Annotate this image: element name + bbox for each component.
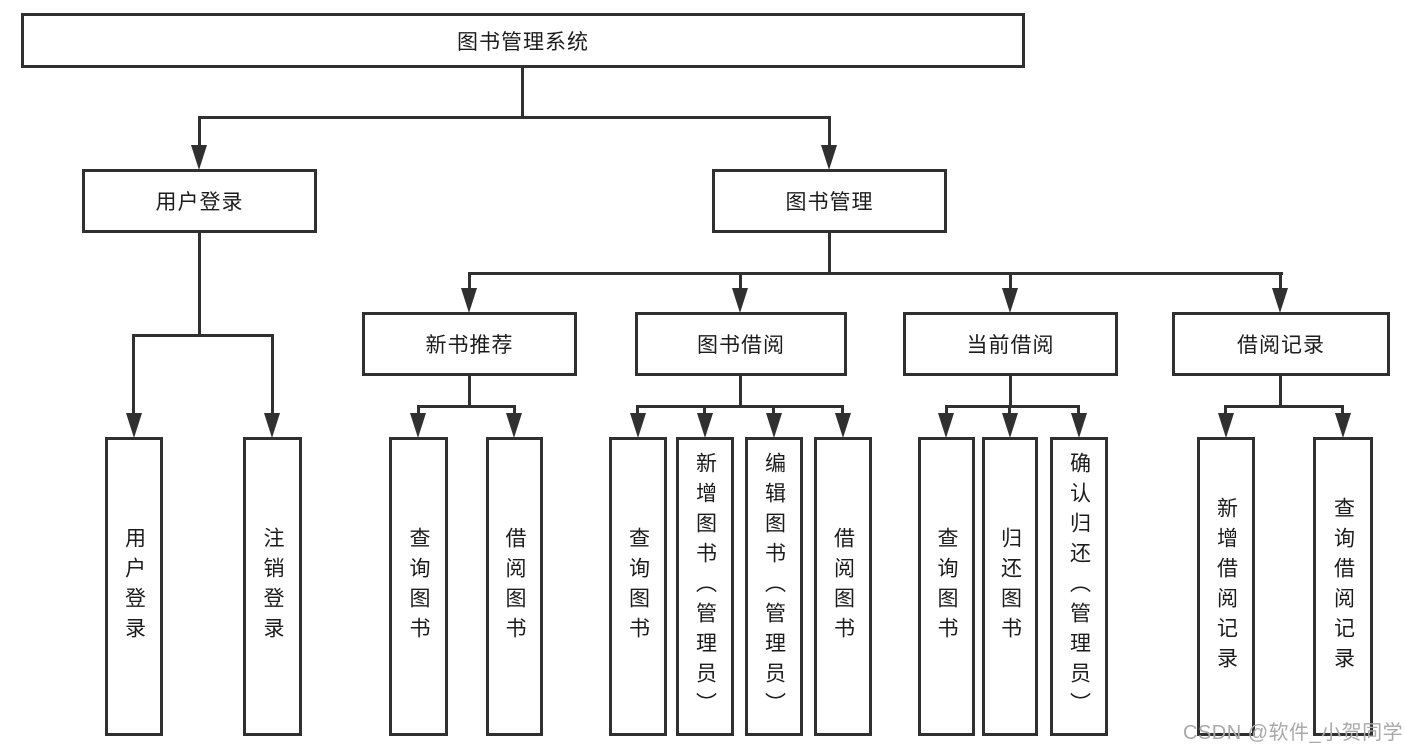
node-current-borrow: 当前借阅 (903, 312, 1118, 376)
leaf-br-add-record: 新增借阅记录 (1197, 437, 1255, 736)
arrowhead-down-icon (264, 413, 280, 438)
connector-stem-leaf (1077, 405, 1080, 416)
connector-user-login-drop (198, 233, 201, 336)
node-book-management: 图书管理 (712, 169, 947, 233)
node-root-library-system: 图书管理系统 (21, 13, 1025, 68)
connector-user-login-rail (132, 334, 274, 337)
connector-stem-leaf (513, 405, 516, 416)
connector-stem-leaf (703, 405, 706, 416)
arrowhead-down-icon (1071, 413, 1087, 438)
watermark: CSDN @软件_小贺同学 (1183, 722, 1404, 744)
arrowhead-down-icon (1002, 288, 1018, 313)
arrowhead-down-icon (835, 413, 851, 438)
arrowhead-down-icon (461, 288, 477, 313)
connector-new-book-drop (468, 376, 471, 407)
connector-book-borrow-drop (739, 376, 742, 407)
arrowhead-down-icon (697, 413, 713, 438)
connector-borrow-records-rail (1224, 405, 1344, 408)
arrowhead-down-icon (1272, 288, 1288, 313)
arrowhead-down-icon (938, 413, 954, 438)
leaf-user-login: 用户登录 (105, 437, 163, 736)
leaf-br-query-record: 查询借阅记录 (1313, 437, 1373, 736)
connector-stem-leaf (1224, 405, 1227, 416)
connector-stem-leaf (636, 405, 639, 416)
arrowhead-down-icon (821, 145, 837, 170)
connector-level3-rail (468, 272, 1283, 275)
arrowhead-down-icon (410, 413, 426, 438)
connector-stem-leaf (945, 405, 948, 416)
leaf-bb-query-books: 查询图书 (609, 437, 667, 736)
connector-stem-leaf (841, 405, 844, 416)
connector-stem-current-borrow (1009, 272, 1012, 290)
arrowhead-down-icon (1002, 413, 1018, 438)
connector-stem-new-book (468, 272, 471, 290)
node-book-borrow: 图书借阅 (635, 312, 847, 376)
node-new-book-recommend: 新书推荐 (362, 312, 577, 376)
connector-stem-leaf (1341, 405, 1344, 416)
connector-stem-borrow-records (1279, 272, 1282, 290)
connector-book-borrow-rail (636, 405, 844, 408)
leaf-logout: 注销登录 (243, 437, 302, 736)
leaf-bb-borrow-books: 借阅图书 (814, 437, 872, 736)
connector-stem-login-leaf (132, 334, 135, 415)
arrowhead-down-icon (1218, 413, 1234, 438)
connector-current-borrow-rail (945, 405, 1080, 408)
leaf-bb-add-books-admin: 新增图书（管理员） (676, 437, 734, 736)
arrowhead-down-icon (630, 413, 646, 438)
leaf-rec-borrow-books: 借阅图书 (486, 437, 543, 736)
arrowhead-down-icon (126, 413, 142, 438)
leaf-rec-query-books: 查询图书 (389, 437, 448, 736)
connector-stem-user-login (198, 116, 201, 147)
connector-stem-leaf (1008, 405, 1011, 416)
leaf-bb-edit-books-admin: 编辑图书（管理员） (745, 437, 803, 736)
leaf-cb-return-books: 归还图书 (982, 437, 1038, 736)
node-borrow-records: 借阅记录 (1172, 312, 1390, 376)
arrowhead-down-icon (732, 288, 748, 313)
connector-stem-leaf (417, 405, 420, 416)
connector-stem-logout-leaf (271, 334, 274, 415)
arrowhead-down-icon (191, 145, 207, 170)
connector-book-mgmt-drop (828, 233, 831, 274)
arrowhead-down-icon (506, 413, 522, 438)
leaf-cb-query-books: 查询图书 (918, 437, 975, 736)
connector-stem-book-management (828, 116, 831, 147)
connector-level2-rail (198, 116, 831, 119)
connector-borrow-records-drop (1279, 376, 1282, 407)
connector-stem-book-borrow (739, 272, 742, 290)
connector-current-borrow-drop (1009, 376, 1012, 407)
node-user-login: 用户登录 (82, 169, 317, 233)
connector-stem-leaf (772, 405, 775, 416)
connector-root-drop (521, 68, 524, 117)
connector-new-book-rail (417, 405, 516, 408)
arrowhead-down-icon (766, 413, 782, 438)
leaf-cb-confirm-return-admin: 确认归还（管理员） (1050, 437, 1108, 736)
arrowhead-down-icon (1335, 413, 1351, 438)
